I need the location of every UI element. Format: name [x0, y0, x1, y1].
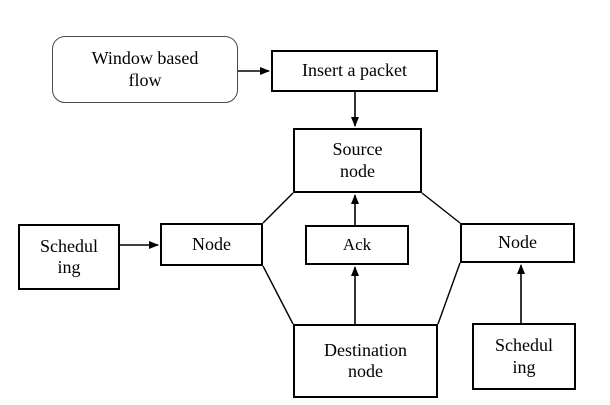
node-node-right[interactable]: Node: [460, 223, 575, 263]
node-window-based-flow-label: Window based flow: [91, 48, 199, 90]
edge-node-left-to-source: [262, 192, 294, 224]
node-source-node[interactable]: Source node: [293, 128, 422, 193]
node-destination-node-label: Destination node: [324, 339, 407, 381]
node-node-right-label: Node: [498, 232, 537, 253]
node-insert-a-packet[interactable]: Insert a packet: [271, 50, 438, 92]
node-scheduling-left[interactable]: Schedul ing: [18, 224, 120, 290]
node-scheduling-right-label: Schedul ing: [495, 335, 553, 377]
node-window-based-flow[interactable]: Window based flow: [52, 36, 238, 103]
node-source-node-label: Source node: [332, 139, 383, 181]
node-scheduling-left-label: Schedul ing: [40, 235, 98, 277]
node-scheduling-right[interactable]: Schedul ing: [472, 323, 576, 390]
edge-node-left-to-destination: [262, 265, 294, 325]
node-ack[interactable]: Ack: [305, 225, 409, 265]
node-insert-a-packet-label: Insert a packet: [302, 60, 407, 81]
edge-destination-to-node-right: [437, 262, 461, 325]
node-destination-node[interactable]: Destination node: [293, 324, 438, 398]
node-node-left-label: Node: [192, 233, 231, 254]
edge-source-to-node-right: [421, 192, 461, 224]
node-node-left[interactable]: Node: [160, 223, 263, 266]
node-ack-label: Ack: [342, 234, 372, 254]
